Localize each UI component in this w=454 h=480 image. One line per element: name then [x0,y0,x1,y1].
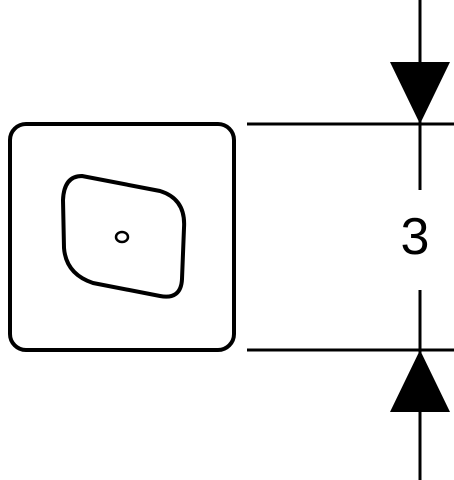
arrow-up-icon [390,350,450,412]
inner-quad-outline [61,174,187,299]
center-hole [114,230,130,244]
dimension-value: 3 [401,208,430,266]
arrow-down-icon [390,62,450,124]
